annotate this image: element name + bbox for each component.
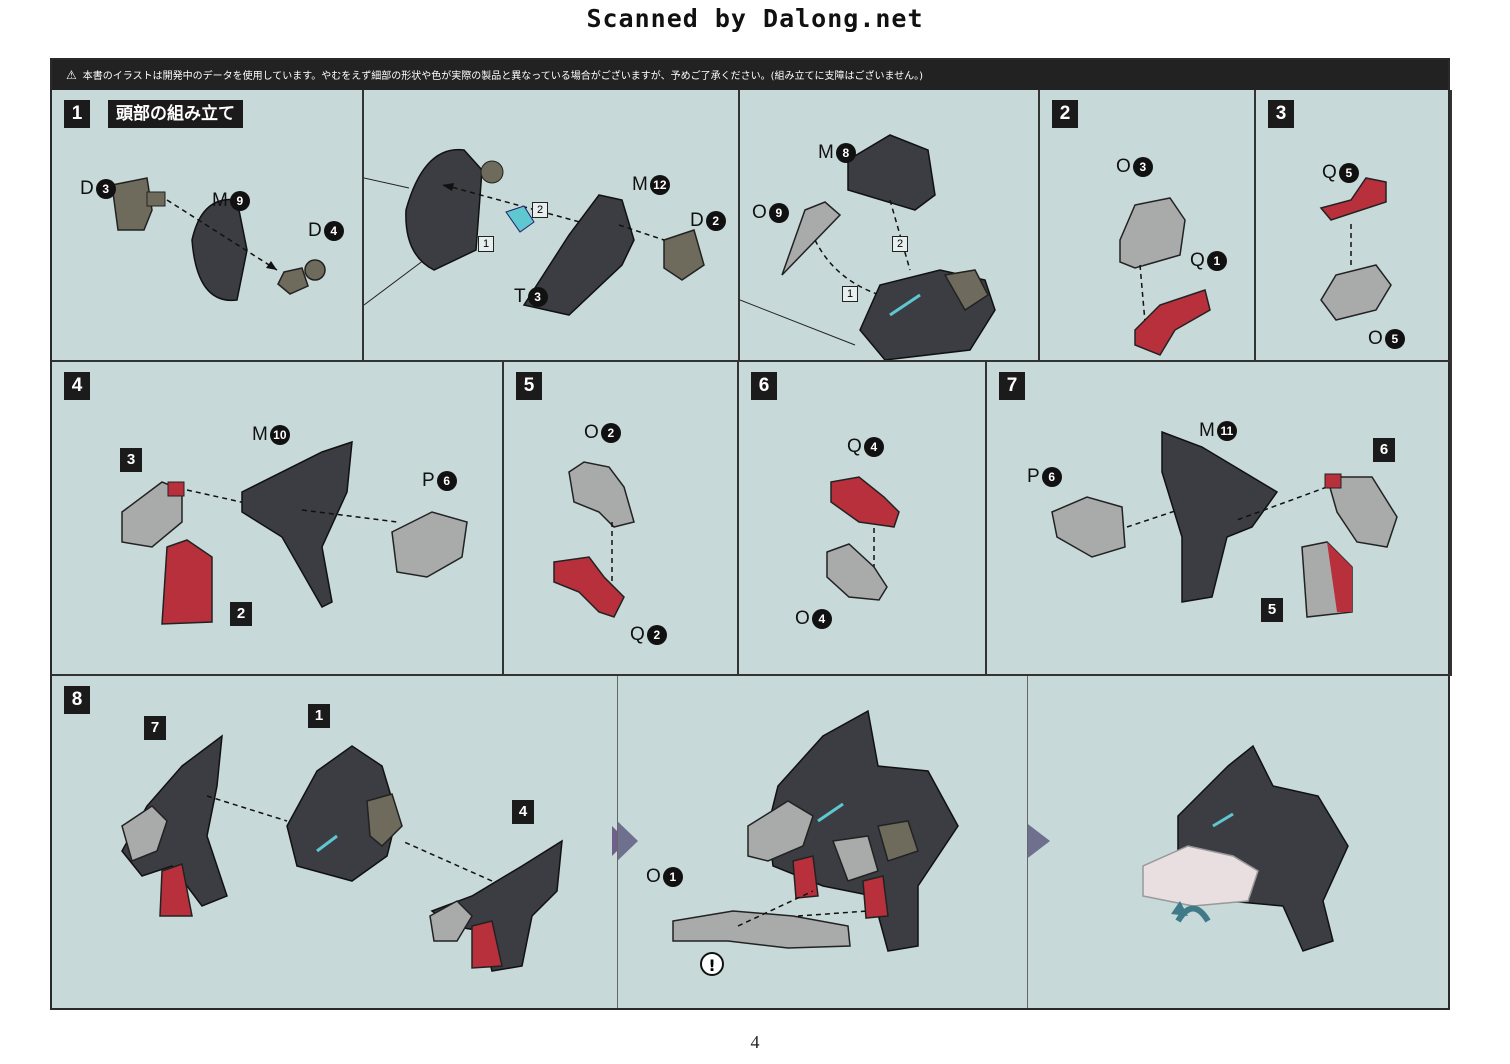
step-number-5: 5 xyxy=(516,372,542,400)
step-8a-illustration xyxy=(121,734,617,972)
order-marker-2: 2 xyxy=(532,202,548,218)
step-7-illustration xyxy=(1051,430,1398,618)
ref-step-5: 5 xyxy=(1261,598,1283,622)
step-number-6: 6 xyxy=(751,372,777,400)
ref-step-1: 1 xyxy=(308,704,330,728)
step-2-illustration xyxy=(1119,197,1211,356)
scan-watermark: Scanned by Dalong.net xyxy=(586,4,924,33)
step-1c-illustration xyxy=(740,134,996,360)
step-number-7: 7 xyxy=(999,372,1025,400)
ref-step-6: 6 xyxy=(1373,438,1395,462)
step-3-illustration xyxy=(1319,177,1392,321)
step-5-illustration xyxy=(553,461,635,618)
ref-step-2: 2 xyxy=(230,602,252,626)
caution-icon: ! xyxy=(700,952,724,976)
ref-step-7: 7 xyxy=(144,716,166,740)
step-1-title: 頭部の組み立て xyxy=(108,100,243,128)
order-marker-2b: 2 xyxy=(892,236,908,252)
step-number-3: 3 xyxy=(1268,100,1294,128)
step-number-4: 4 xyxy=(64,372,90,400)
order-marker-1b: 1 xyxy=(842,286,858,302)
step-1a-illustration xyxy=(111,177,326,302)
notice-bar: ⚠ 本書のイラストは開発中のデータを使用しています。やむをえず細部の形状や色が実際… xyxy=(52,60,1448,90)
step-6-illustration xyxy=(826,476,900,601)
step-number-2: 2 xyxy=(1052,100,1078,128)
step-8b-illustration xyxy=(618,709,959,952)
ref-step-3: 3 xyxy=(120,448,142,472)
step-8c-illustration xyxy=(1028,744,1349,952)
step-number-1: 1 xyxy=(64,100,90,128)
ref-step-4: 4 xyxy=(512,800,534,824)
order-marker-1: 1 xyxy=(478,236,494,252)
step-8-panel-c xyxy=(1028,676,1448,1008)
step-1b-illustration xyxy=(364,148,705,316)
step-8-panel-a: 8 7 1 4 xyxy=(52,676,618,1008)
notice-text: 本書のイラストは開発中のデータを使用しています。やむをえず細部の形状や色が実際の… xyxy=(82,71,924,82)
instruction-sheet: ⚠ 本書のイラストは開発中のデータを使用しています。やむをえず細部の形状や色が実際… xyxy=(50,58,1452,1010)
page-number: 4 xyxy=(750,1032,760,1052)
warning-icon: ⚠ xyxy=(66,68,77,82)
step-4-illustration xyxy=(121,440,468,625)
step-number-8: 8 xyxy=(64,686,90,714)
